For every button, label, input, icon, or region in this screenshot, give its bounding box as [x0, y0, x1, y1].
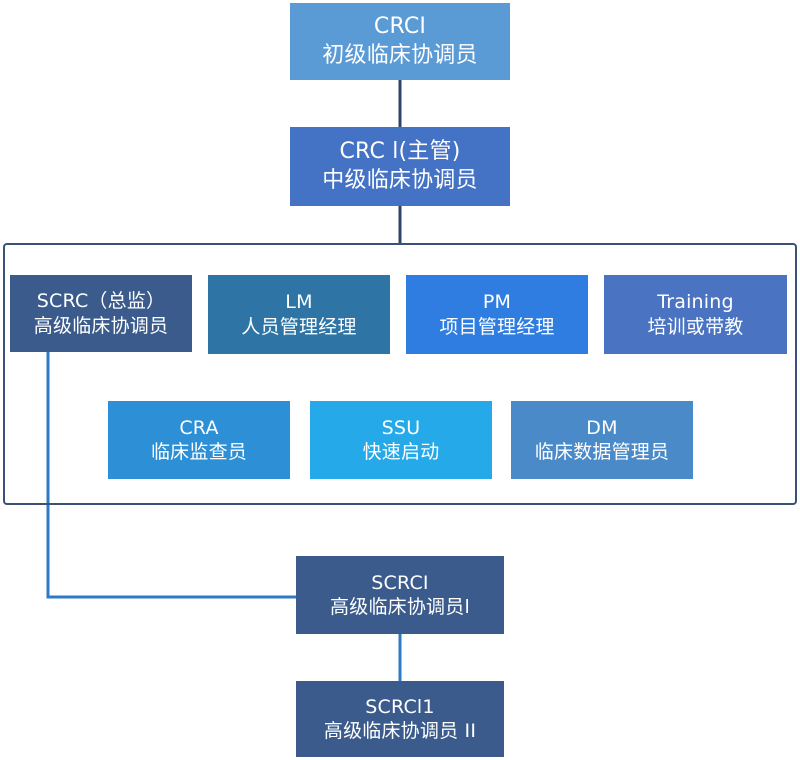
node-cra: CRA 临床监查员: [108, 401, 290, 479]
node-scrci-code: SCRCI: [371, 571, 429, 594]
role-options-group: [3, 243, 797, 505]
node-dm-code: DM: [586, 416, 618, 439]
node-training: Training 培训或带教: [604, 275, 787, 354]
node-cra-title: 临床监查员: [150, 441, 247, 463]
node-scrcl1-title: 高级临床协调员 II: [323, 720, 477, 742]
node-scrci: SCRCI 高级临床协调员l: [296, 556, 504, 634]
node-pm: PM 项目管理经理: [406, 275, 588, 354]
node-lm-code: LM: [285, 291, 313, 314]
node-pm-code: PM: [482, 291, 512, 314]
node-scrci-title: 高级临床协调员l: [330, 596, 470, 618]
node-dm-title: 临床数据管理员: [534, 441, 670, 463]
node-crci: CRCI 初级临床协调员: [290, 3, 510, 80]
node-crc1-code: CRC l(主管): [339, 139, 461, 165]
node-crci-title: 初级临床协调员: [322, 42, 478, 68]
node-cra-code: CRA: [179, 416, 219, 439]
node-ssu: SSU 快速启动: [310, 401, 492, 479]
node-crc1-title: 中级临床协调员: [322, 167, 478, 193]
node-training-title: 培训或带教: [647, 315, 744, 338]
node-pm-title: 项目管理经理: [439, 315, 555, 338]
node-crci-code: CRCI: [373, 14, 427, 40]
node-lm-title: 人员管理经理: [241, 315, 357, 338]
node-training-code: Training: [657, 291, 734, 314]
node-ssu-code: SSU: [381, 416, 421, 439]
node-scrc-title: 高级临床协调员: [33, 314, 169, 337]
node-scrc: SCRC（总监） 高级临床协调员: [10, 275, 192, 352]
node-scrcl1: SCRCl1 高级临床协调员 II: [296, 681, 504, 757]
node-scrc-code: SCRC（总监）: [36, 290, 166, 313]
node-dm: DM 临床数据管理员: [511, 401, 693, 479]
node-crc1: CRC l(主管) 中级临床协调员: [290, 127, 510, 206]
node-scrcl1-code: SCRCl1: [365, 695, 435, 718]
node-ssu-title: 快速启动: [362, 441, 440, 463]
node-lm: LM 人员管理经理: [208, 275, 390, 354]
